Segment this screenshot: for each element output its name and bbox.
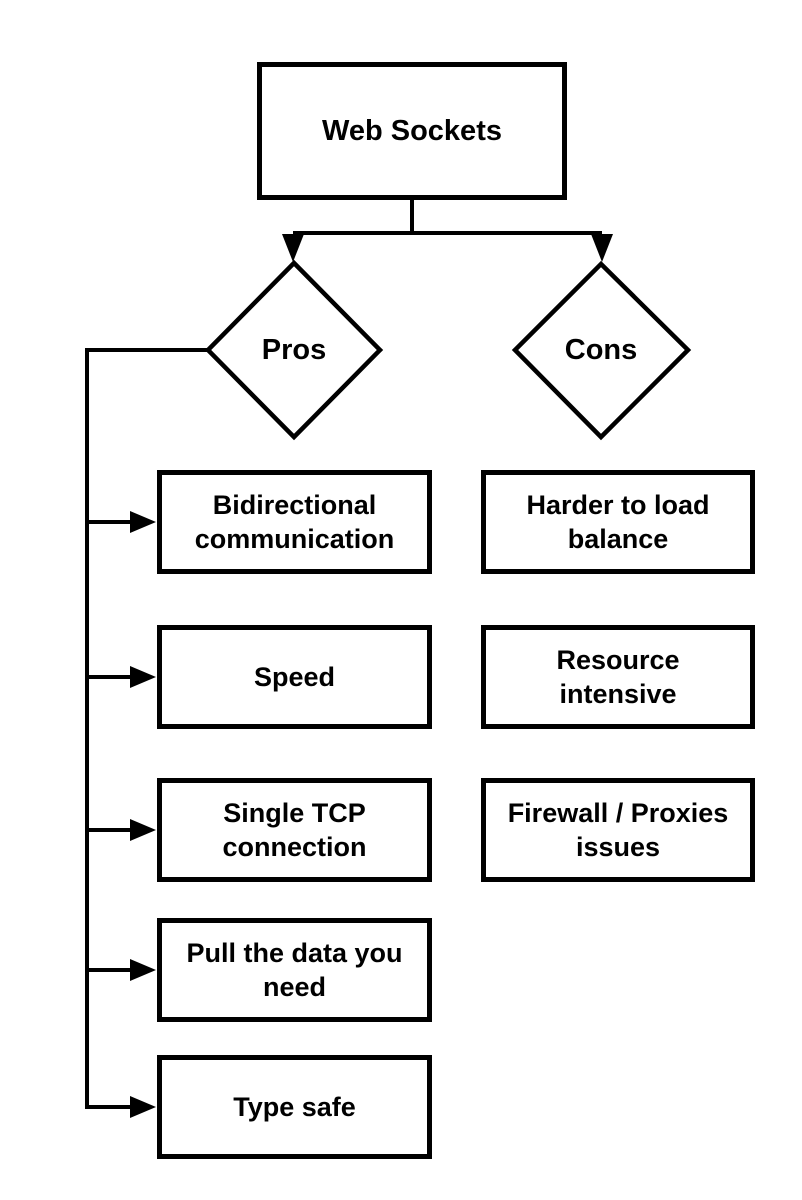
node-web-sockets: Web Sockets <box>257 62 567 200</box>
node-cons-item: Resource intensive <box>481 625 755 729</box>
node-label: Single TCP connection <box>222 798 367 862</box>
node-pros-item: Speed <box>157 625 432 729</box>
node-pros-item: Type safe <box>157 1055 432 1159</box>
pros-arrow-down-icon <box>282 234 304 262</box>
branch-arrow-right-icon <box>130 511 156 533</box>
branch-arrow-right-icon <box>130 1096 156 1118</box>
branch-arrow-right-icon <box>130 666 156 688</box>
node-label: Resource intensive <box>556 645 680 709</box>
node-pros-label: Pros <box>261 334 327 366</box>
node-cons-item: Harder to load balance <box>481 470 755 574</box>
node-label: Speed <box>253 662 336 692</box>
node-label: Bidirectional communication <box>194 490 395 554</box>
node-pros-item: Single TCP connection <box>157 778 432 882</box>
branch-arrow-right-icon <box>130 959 156 981</box>
branch-arrow-right-icon <box>130 819 156 841</box>
cons-arrow-down-icon <box>591 234 613 262</box>
cons-diamond-shape <box>511 260 692 441</box>
node-label: Harder to load balance <box>526 490 710 554</box>
node-pros-item: Bidirectional communication <box>157 470 432 574</box>
node-label: Web Sockets <box>322 115 502 147</box>
node-pros-item: Pull the data you need <box>157 918 432 1022</box>
node-cons-item: Firewall / Proxies issues <box>481 778 755 882</box>
node-label: Pull the data you need <box>186 938 403 1002</box>
node-label: Firewall / Proxies issues <box>507 798 729 862</box>
node-label: Type safe <box>233 1092 356 1122</box>
node-cons-label: Cons <box>564 334 638 366</box>
pros-diamond-shape <box>204 259 384 441</box>
pros-rail-connector <box>85 348 208 1109</box>
